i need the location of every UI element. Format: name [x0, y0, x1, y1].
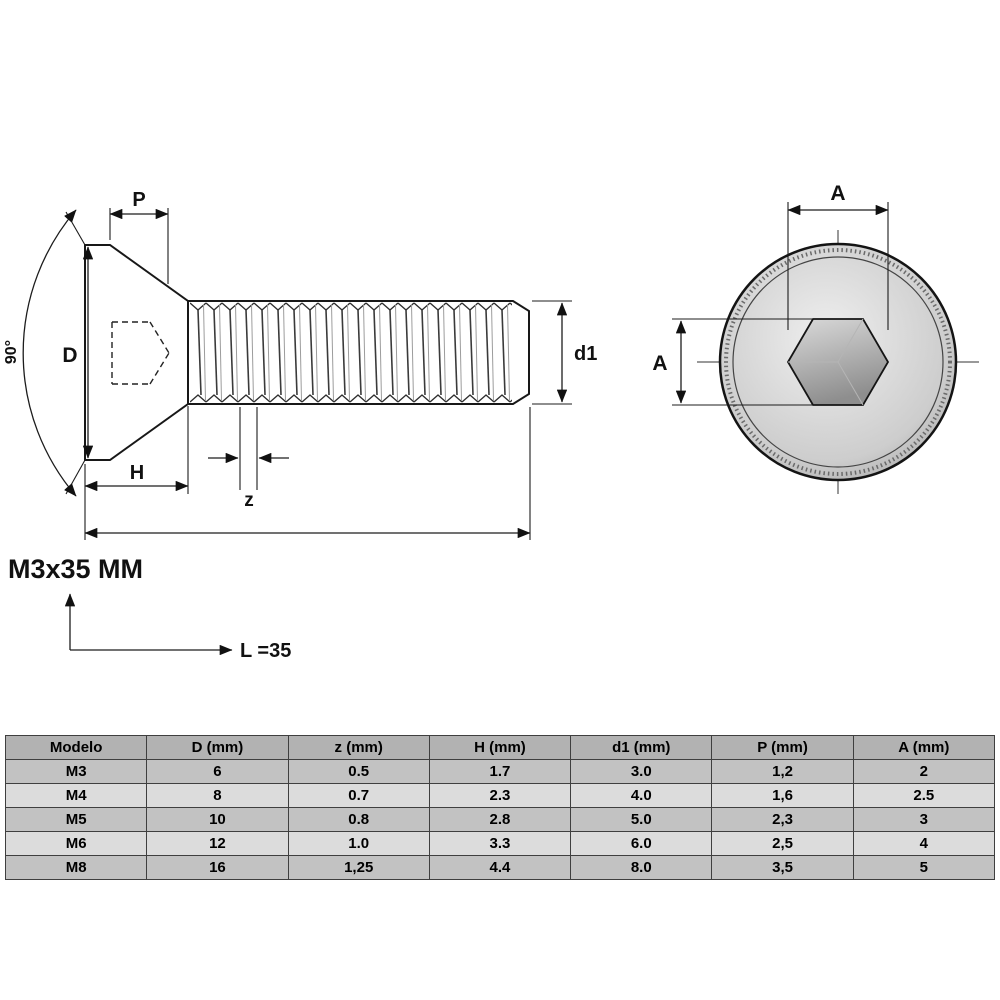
side-view: P D 90° H z: [3, 189, 597, 540]
table-header-d1: d1 (mm): [570, 735, 713, 760]
table-cell: 0.7: [287, 783, 430, 808]
table-header-d: D (mm): [146, 735, 289, 760]
table-cell: M6: [4, 831, 148, 856]
table-cell: M8: [4, 855, 148, 880]
dim-label-H: H: [130, 462, 144, 484]
dim-label-angle: 90°: [3, 340, 20, 364]
part-label: M3x35 MM: [8, 554, 143, 584]
end-view: A A: [652, 182, 979, 494]
table-cell: M3: [4, 759, 148, 784]
table-cell: 3.0: [570, 759, 713, 784]
hex-socket-facets: [788, 318, 864, 406]
head-inner-circle: [732, 256, 944, 468]
table-cell: 4.0: [570, 783, 713, 808]
table-cell: 1,6: [711, 783, 854, 808]
length-label: L =35: [240, 640, 291, 662]
screw-drawing: P D 90° H z: [3, 182, 979, 662]
table-header-a: A (mm): [852, 735, 996, 760]
screw-head: [84, 244, 189, 461]
dimension-A-side: A: [652, 318, 812, 406]
table-cell: 6: [146, 759, 289, 784]
dim-label-A-top: A: [830, 182, 845, 205]
dimension-length: [84, 407, 531, 540]
dimension-angle: 90°: [3, 209, 86, 497]
dimensions-table: Modelo D (mm) z (mm) H (mm) d1 (mm) P (m…: [4, 735, 996, 880]
dim-label-D: D: [62, 344, 77, 367]
dim-label-A-side: A: [652, 352, 667, 375]
table-cell: 2.8: [428, 807, 572, 832]
table-cell: 2: [852, 759, 996, 784]
dim-label-P: P: [132, 189, 145, 211]
table-cell: 2,5: [711, 831, 854, 856]
hex-socket-hidden-lines: [111, 321, 170, 385]
table-cell: 3: [852, 807, 996, 832]
dim-label-d1: d1: [574, 343, 597, 365]
table-cell: 5.0: [570, 807, 713, 832]
dimension-d1: d1: [532, 300, 597, 405]
table-cell: 2.5: [852, 783, 996, 808]
table-header-p: P (mm): [711, 735, 854, 760]
table-cell: 12: [146, 831, 289, 856]
table-cell: 2,3: [711, 807, 854, 832]
dimension-H: H: [84, 406, 189, 540]
table-cell: 4.4: [428, 855, 572, 880]
table-header-z: z (mm): [287, 735, 430, 760]
dimension-A-top: A: [787, 182, 889, 330]
head-chamfer-ring: [724, 248, 952, 476]
table-header-h: H (mm): [428, 735, 572, 760]
table-cell: 5: [852, 855, 996, 880]
table-header-modelo: Modelo: [4, 735, 148, 760]
dimension-P: P: [109, 189, 169, 284]
table-cell: 16: [146, 855, 289, 880]
table-cell: 3,5: [711, 855, 854, 880]
table-cell: 10: [146, 807, 289, 832]
table-cell: 1.7: [428, 759, 572, 784]
table-header-row: Modelo D (mm) z (mm) H (mm) d1 (mm) P (m…: [4, 735, 996, 760]
table-cell: 4: [852, 831, 996, 856]
table-cell: 0.8: [287, 807, 430, 832]
table-cell: 6.0: [570, 831, 713, 856]
part-label-group: M3x35 MM L =35: [8, 554, 291, 662]
table-cell: 2.3: [428, 783, 572, 808]
dimension-z: z: [208, 407, 289, 511]
thread-pattern: [190, 302, 512, 403]
table-cell: 1.0: [287, 831, 430, 856]
table-cell: M4: [4, 783, 148, 808]
table-cell: 1,25: [287, 855, 430, 880]
table-cell: 8.0: [570, 855, 713, 880]
table-cell: 3.3: [428, 831, 572, 856]
table-cell: 0.5: [287, 759, 430, 784]
table-cell: 1,2: [711, 759, 854, 784]
table-cell: 8: [146, 783, 289, 808]
dim-label-z: z: [244, 490, 254, 511]
table-cell: M5: [4, 807, 148, 832]
